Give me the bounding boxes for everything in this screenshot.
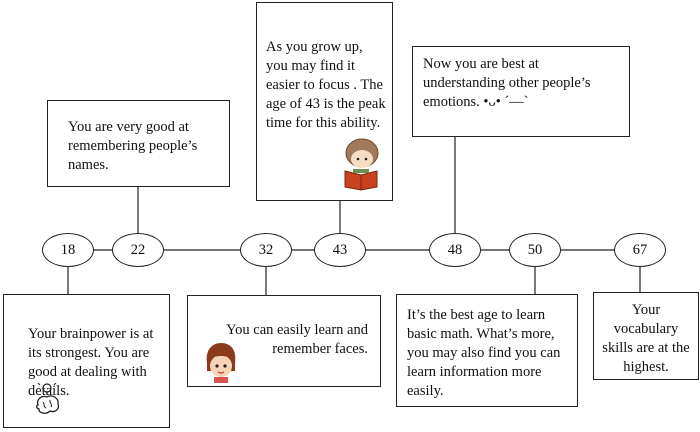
age-43-box: As you grow up, you may find it easier t… <box>256 2 393 201</box>
age-node-18-label: 18 <box>60 241 76 258</box>
age-node-50-label: 50 <box>527 241 543 258</box>
boy-reading-book-icon <box>344 138 379 191</box>
age-18-text: Your brainpower is at its strongest. You… <box>28 326 154 399</box>
age-67-text: Your vocabulary skills are at the highes… <box>602 302 690 375</box>
girl-face-icon <box>206 343 236 383</box>
age-node-22-label: 22 <box>130 241 146 258</box>
age-43-text: As you grow up, you may find it easier t… <box>266 39 386 131</box>
age-node-43-label: 43 <box>332 241 348 258</box>
brain-lightbulb-icon <box>35 383 60 414</box>
age-node-50: 50 <box>509 233 561 267</box>
age-48-text: Now you are best at understanding other … <box>423 56 591 110</box>
age-48-box: Now you are best at understanding other … <box>412 46 630 137</box>
age-67-box: Your vocabulary skills are at the highes… <box>593 292 699 380</box>
age-node-43: 43 <box>314 233 366 267</box>
age-32-box: You can easily learn and remember faces. <box>187 295 381 387</box>
age-node-32: 32 <box>240 233 292 267</box>
age-32-text: You can easily learn and remember faces. <box>226 322 368 357</box>
age-node-32-label: 32 <box>258 241 274 258</box>
age-node-67: 67 <box>614 233 666 267</box>
age-22-text: You are very good at remembering people’… <box>68 119 198 173</box>
age-node-48-label: 48 <box>447 241 463 258</box>
age-18-box: Your brainpower is at its strongest. You… <box>3 294 170 428</box>
age-node-22: 22 <box>112 233 164 267</box>
age-node-48: 48 <box>429 233 481 267</box>
age-22-box: You are very good at remembering people’… <box>47 100 230 187</box>
age-node-18: 18 <box>42 233 94 267</box>
age-50-text: It’s the best age to learn basic math. W… <box>407 307 561 399</box>
age-node-67-label: 67 <box>632 241 648 258</box>
age-50-box: It’s the best age to learn basic math. W… <box>396 294 578 407</box>
